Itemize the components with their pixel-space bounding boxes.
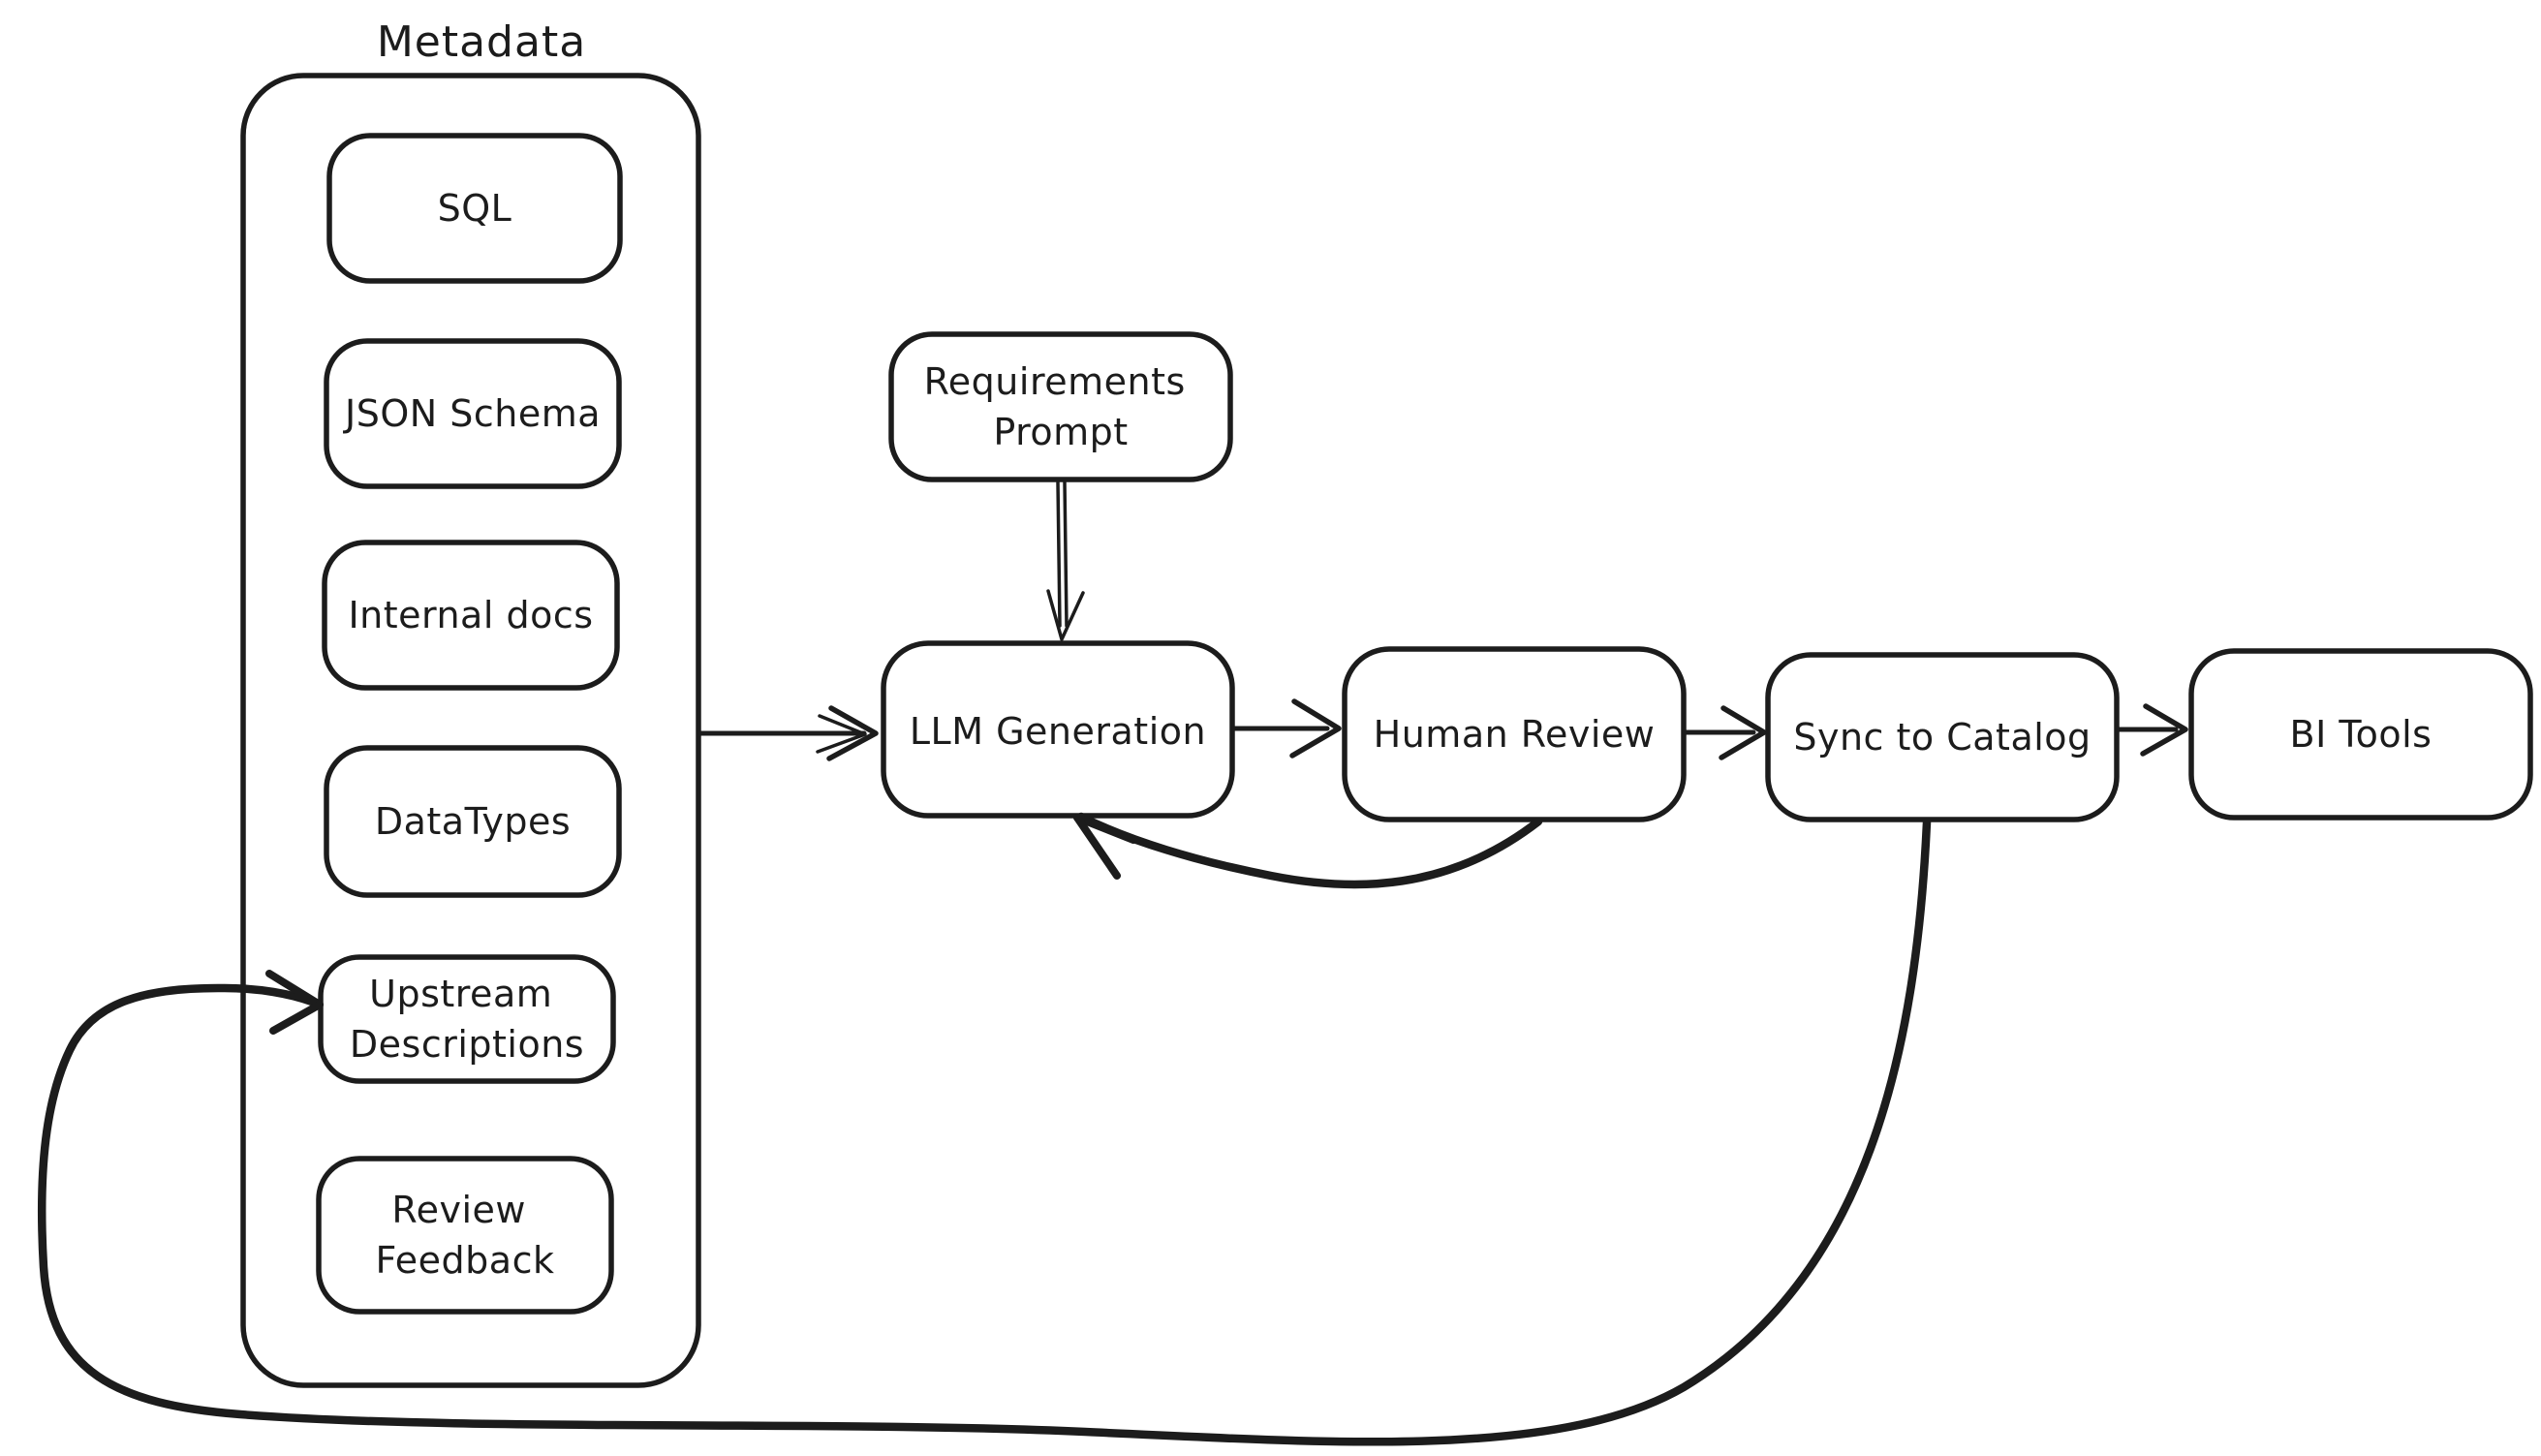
requirements-label-line1: Requirements: [924, 360, 1186, 403]
metadata-group: Metadata SQL JSON Schema Internal docs D…: [240, 17, 701, 1388]
edge-human-to-llm-feedback: [1073, 812, 1543, 889]
review-label-line2: Feedback: [376, 1239, 555, 1282]
edge-human-to-sync-arrowhead: [1719, 705, 1767, 760]
upstream-label-line1: Upstream: [369, 973, 552, 1015]
node-bi-tools-box: [2188, 648, 2533, 821]
edge-requirements-to-llm: [1046, 480, 1085, 641]
metadata-group-title: Metadata: [377, 17, 586, 67]
node-review-feedback-label: Review Feedback: [376, 1189, 555, 1282]
node-json-schema-label: JSON Schema: [343, 392, 601, 435]
node-requirements-prompt: Requirements Prompt: [888, 331, 1233, 482]
node-internal-docs-box: [322, 540, 620, 691]
edge-llm-to-human-arrowhead: [1289, 698, 1342, 759]
node-human-review-box: [1342, 646, 1687, 822]
edges-group: [37, 480, 2188, 1446]
edge-requirements-to-llm-shaft-2: [1063, 480, 1069, 628]
edge-sync-to-bi-arrowhead: [2140, 703, 2188, 757]
edge-sync-to-upstream-arrowhead-1: [265, 970, 324, 1008]
node-llm-generation-label: LLM Generation: [910, 710, 1206, 753]
edge-sync-to-bi: [2116, 703, 2188, 757]
edge-human-to-llm-feedback-curve: [1076, 812, 1543, 889]
node-json-schema-box: [324, 338, 622, 489]
node-upstream-descriptions-box: [318, 954, 616, 1084]
node-human-review-label: Human Review: [1374, 713, 1656, 756]
upstream-label-line2: Descriptions: [350, 1023, 584, 1066]
node-sql: SQL: [326, 133, 623, 284]
node-bi-tools: BI Tools: [2188, 648, 2533, 821]
node-internal-docs: Internal docs: [322, 540, 620, 691]
node-datatypes-label: DataTypes: [375, 800, 571, 843]
node-sql-label: SQL: [438, 187, 512, 230]
edge-sync-to-upstream-feedback-curve: [37, 818, 1932, 1446]
node-internal-docs-label: Internal docs: [348, 594, 593, 636]
edge-metadata-to-llm-arrowhead: [826, 705, 879, 761]
node-datatypes-box: [324, 745, 622, 898]
edge-requirements-to-llm-shaft-1: [1056, 480, 1062, 628]
edge-llm-to-human: [1231, 698, 1342, 759]
node-sql-box: [326, 133, 623, 284]
edge-human-to-llm-feedback-arrowhead-2: [1073, 814, 1121, 880]
edge-sync-to-upstream-feedback: [37, 818, 1932, 1446]
edge-metadata-to-llm: [697, 705, 879, 761]
node-requirements-prompt-label: Requirements Prompt: [924, 360, 1198, 453]
node-json-schema: JSON Schema: [324, 338, 622, 489]
node-sync-to-catalog-box: [1765, 652, 2120, 822]
requirements-label-line2: Prompt: [993, 411, 1128, 453]
node-datatypes: DataTypes: [324, 745, 622, 898]
node-review-feedback: Review Feedback: [316, 1156, 614, 1315]
pipeline-group: Requirements Prompt LLM Generation Human…: [881, 331, 2533, 822]
node-llm-generation: LLM Generation: [881, 640, 1235, 819]
node-upstream-descriptions-label: Upstream Descriptions: [350, 973, 584, 1066]
review-label-line1: Review: [391, 1189, 526, 1231]
edge-human-to-sync: [1683, 705, 1767, 760]
edge-sync-to-upstream-arrowhead-2: [269, 1001, 324, 1035]
node-human-review: Human Review: [1342, 646, 1687, 822]
node-sync-to-catalog: Sync to Catalog: [1765, 652, 2120, 822]
metadata-container: [240, 73, 701, 1388]
node-bi-tools-label: BI Tools: [2290, 713, 2433, 756]
node-sync-to-catalog-label: Sync to Catalog: [1793, 716, 2091, 759]
node-requirements-prompt-box: [888, 331, 1233, 482]
edge-metadata-to-llm-arrowhead-2: [816, 714, 867, 754]
node-upstream-descriptions: Upstream Descriptions: [318, 954, 616, 1084]
node-review-feedback-box: [316, 1156, 614, 1315]
edge-human-to-llm-feedback-arrowhead-1: [1073, 814, 1137, 844]
edge-requirements-to-llm-arrowhead: [1046, 589, 1085, 641]
